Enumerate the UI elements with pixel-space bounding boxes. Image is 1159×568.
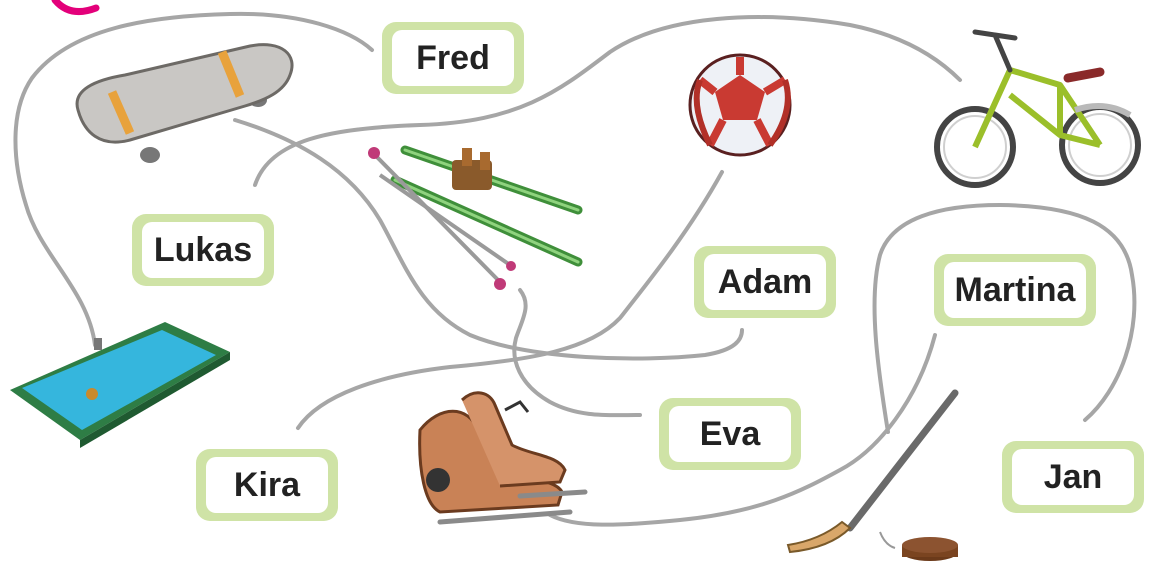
name-label: Kira: [192, 445, 342, 525]
pool-icon: [10, 322, 230, 448]
name-card-eva[interactable]: Eva: [655, 394, 805, 474]
name-label: Adam: [690, 242, 840, 322]
name-card-jan[interactable]: Jan: [998, 437, 1148, 517]
bicycle-icon: [937, 32, 1138, 185]
name-card-martina[interactable]: Martina: [930, 250, 1100, 330]
name-label: Martina: [930, 250, 1100, 330]
skis-icon: [368, 147, 578, 290]
name-card-fred[interactable]: Fred: [378, 18, 528, 98]
name-label: Jan: [998, 437, 1148, 517]
name-card-kira[interactable]: Kira: [192, 445, 342, 525]
name-card-lukas[interactable]: Lukas: [128, 210, 278, 290]
name-card-adam[interactable]: Adam: [690, 242, 840, 322]
name-label: Eva: [655, 394, 805, 474]
corner-accent: [55, 0, 96, 12]
hockey-stick-icon: [788, 393, 958, 561]
football-icon: [690, 55, 790, 155]
name-label: Fred: [378, 18, 528, 98]
line-football-kira: [298, 172, 722, 428]
name-label: Lukas: [128, 210, 278, 290]
ice-skates-icon: [420, 393, 585, 522]
skateboard-icon: [77, 45, 292, 163]
